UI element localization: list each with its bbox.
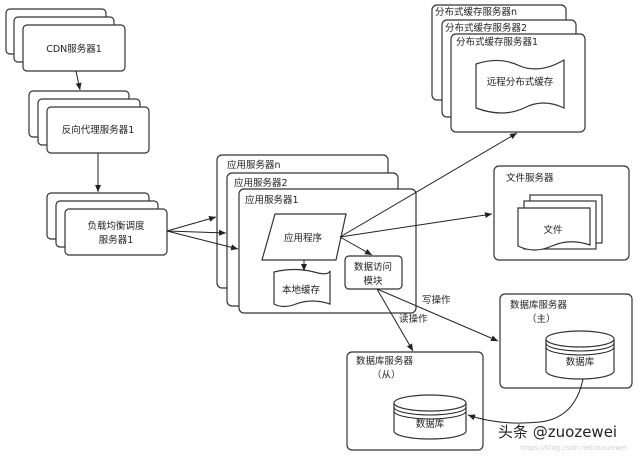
cache-server-n-label: 分布式缓存服务器n: [435, 6, 517, 18]
edge-lb-to-app-n: [166, 216, 217, 232]
db-slave-db-label: 数据库: [416, 418, 445, 430]
edge-cdn-to-proxy: [75, 70, 82, 91]
cdn-server-1: [22, 24, 126, 72]
db-master-label-line2: （主）: [527, 313, 556, 325]
remote-cache-shape: [475, 58, 565, 114]
cache-server-stack: 分布式缓存服务器n 分布式缓存服务器2 分布式缓存服务器1 远程分布式缓存: [431, 4, 586, 133]
reverse-proxy-stack: 反向代理服务器1: [28, 90, 150, 154]
watermark-faint: https://blog.csdn.net/zuozewei: [520, 444, 627, 452]
edge-app-to-file: [339, 212, 493, 238]
edge-write: [376, 288, 499, 342]
file-server-label: 文件服务器: [506, 172, 554, 184]
data-access-module: [344, 255, 403, 290]
edge-app-to-cache: [339, 132, 518, 238]
data-access-label-line2: 模块: [363, 275, 383, 287]
load-balancer-label-line2: 服务器1: [99, 234, 134, 246]
app-program-label: 应用程序: [284, 232, 323, 244]
db-slave-server: 数据库服务器 （从） 数据库: [346, 351, 484, 451]
cdn-server-label: CDN服务器1: [46, 43, 102, 55]
db-master-cylinder: [545, 339, 615, 380]
load-balancer-stack: 负载均衡调度 服务器1: [46, 192, 168, 256]
data-access-label-line1: 数据访问: [354, 261, 392, 273]
app-server-2-label: 应用服务器2: [234, 177, 288, 189]
load-balancer-server-1: [64, 208, 168, 256]
db-slave-label-line2: （从）: [372, 369, 401, 381]
edge-replication: [467, 378, 584, 424]
db-master-label-line1: 数据库服务器: [510, 299, 568, 311]
file-label: 文件: [543, 224, 563, 236]
remote-cache-label: 远程分布式缓存: [487, 76, 554, 88]
write-op-label: 写操作: [422, 294, 451, 306]
local-cache-label: 本地缓存: [282, 284, 321, 296]
db-slave-cylinder: [393, 403, 467, 440]
read-op-label: 读操作: [399, 313, 428, 325]
watermark-text: 头条 @zuozewei: [498, 423, 617, 441]
cache-server-1-label: 分布式缓存服务器1: [456, 36, 538, 48]
edges: [75, 70, 584, 424]
edge-lb-to-app-1: [166, 230, 239, 251]
file-server: 文件服务器 文件: [493, 165, 630, 261]
load-balancer-label-line1: 负载均衡调度: [87, 220, 145, 232]
file-shape: [517, 207, 591, 251]
db-master-db-label: 数据库: [566, 356, 595, 368]
db-slave-label-line1: 数据库服务器: [356, 355, 414, 367]
cache-server-2-label: 分布式缓存服务器2: [445, 22, 527, 34]
cdn-server-stack: CDN服务器1: [5, 8, 126, 72]
edge-read: [376, 288, 414, 352]
app-server-stack: 应用服务器n 应用服务器2 应用服务器1 应用程序 本地缓存 数据访问 模块: [216, 154, 417, 314]
db-master-server: 数据库服务器 （主） 数据库: [499, 293, 633, 389]
edge-app-to-data-access: [339, 236, 373, 256]
edge-lb-to-app-2: [166, 229, 227, 236]
app-server-1-label: 应用服务器1: [245, 194, 299, 206]
reverse-proxy-label: 反向代理服务器1: [62, 124, 135, 136]
app-program-shape: [261, 213, 347, 261]
app-server-n-label: 应用服务器n: [227, 159, 281, 171]
